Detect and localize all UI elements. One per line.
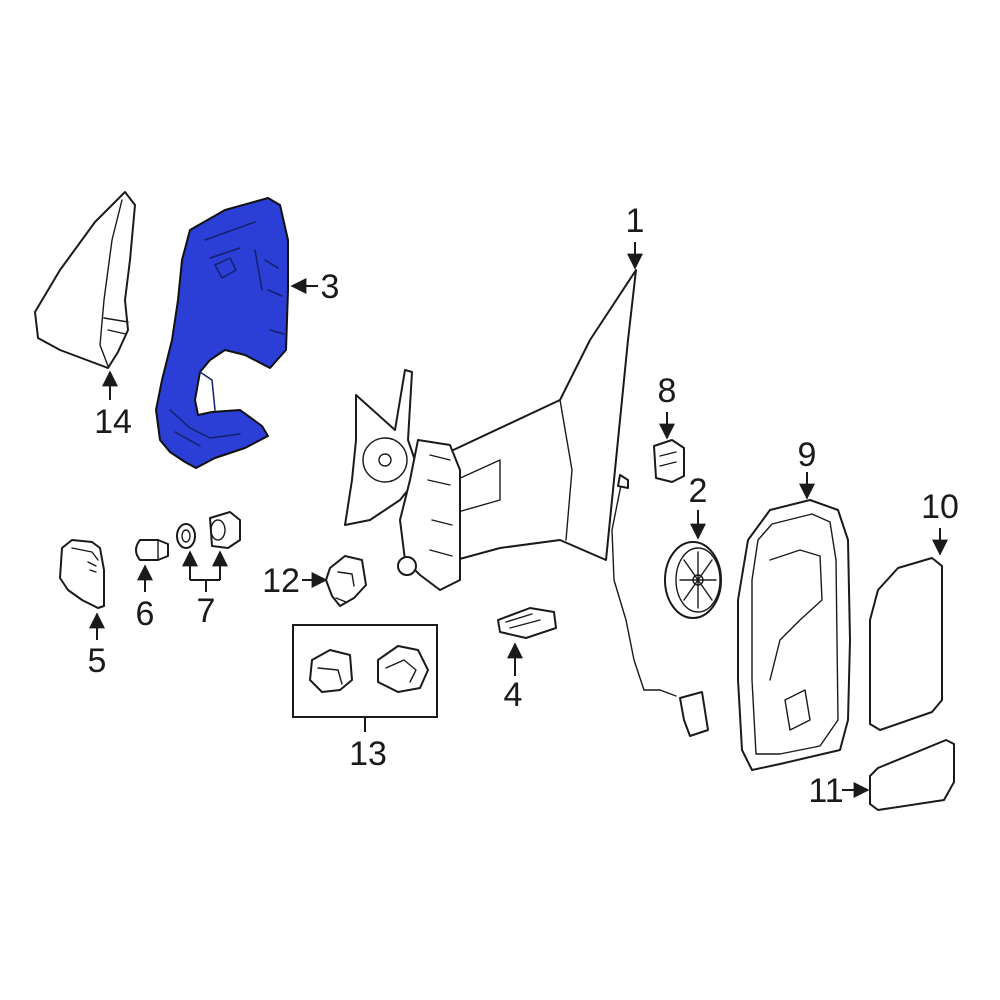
part-6-bulb[interactable] xyxy=(135,539,169,561)
callout-13: 13 xyxy=(349,735,387,773)
callout-3: 3 xyxy=(321,268,340,306)
part-5-turn-signal[interactable] xyxy=(59,539,105,609)
part-13-bracket-kit[interactable] xyxy=(292,624,438,718)
callout-7: 7 xyxy=(197,592,216,630)
callout-1: 1 xyxy=(626,202,645,240)
callout-11: 11 xyxy=(808,772,843,810)
callout-5: 5 xyxy=(88,642,107,680)
callout-6: 6 xyxy=(136,595,155,633)
callout-8: 8 xyxy=(658,372,677,410)
part-12-clip[interactable] xyxy=(325,555,367,607)
callout-2: 2 xyxy=(689,472,708,510)
part-3-housing-cover[interactable] xyxy=(155,197,289,469)
callout-14: 14 xyxy=(94,403,132,441)
part-9-mirror-frame[interactable] xyxy=(737,499,851,771)
callout-4: 4 xyxy=(504,676,523,714)
part-14-cover-trim[interactable] xyxy=(34,191,136,369)
part-2-motor[interactable] xyxy=(664,541,722,619)
wire-harness-connector[interactable] xyxy=(659,689,709,737)
part-11-spotter-glass[interactable] xyxy=(869,739,955,811)
part-4-connector[interactable] xyxy=(497,607,557,639)
part-8-connector[interactable] xyxy=(653,439,685,483)
part-7-socket-gasket[interactable] xyxy=(176,511,241,549)
callout-9: 9 xyxy=(798,436,817,474)
part-1-mirror-assembly[interactable] xyxy=(344,269,661,691)
part-10-mirror-glass[interactable] xyxy=(869,557,943,731)
callout-10: 10 xyxy=(921,488,959,526)
callout-12: 12 xyxy=(262,562,300,600)
